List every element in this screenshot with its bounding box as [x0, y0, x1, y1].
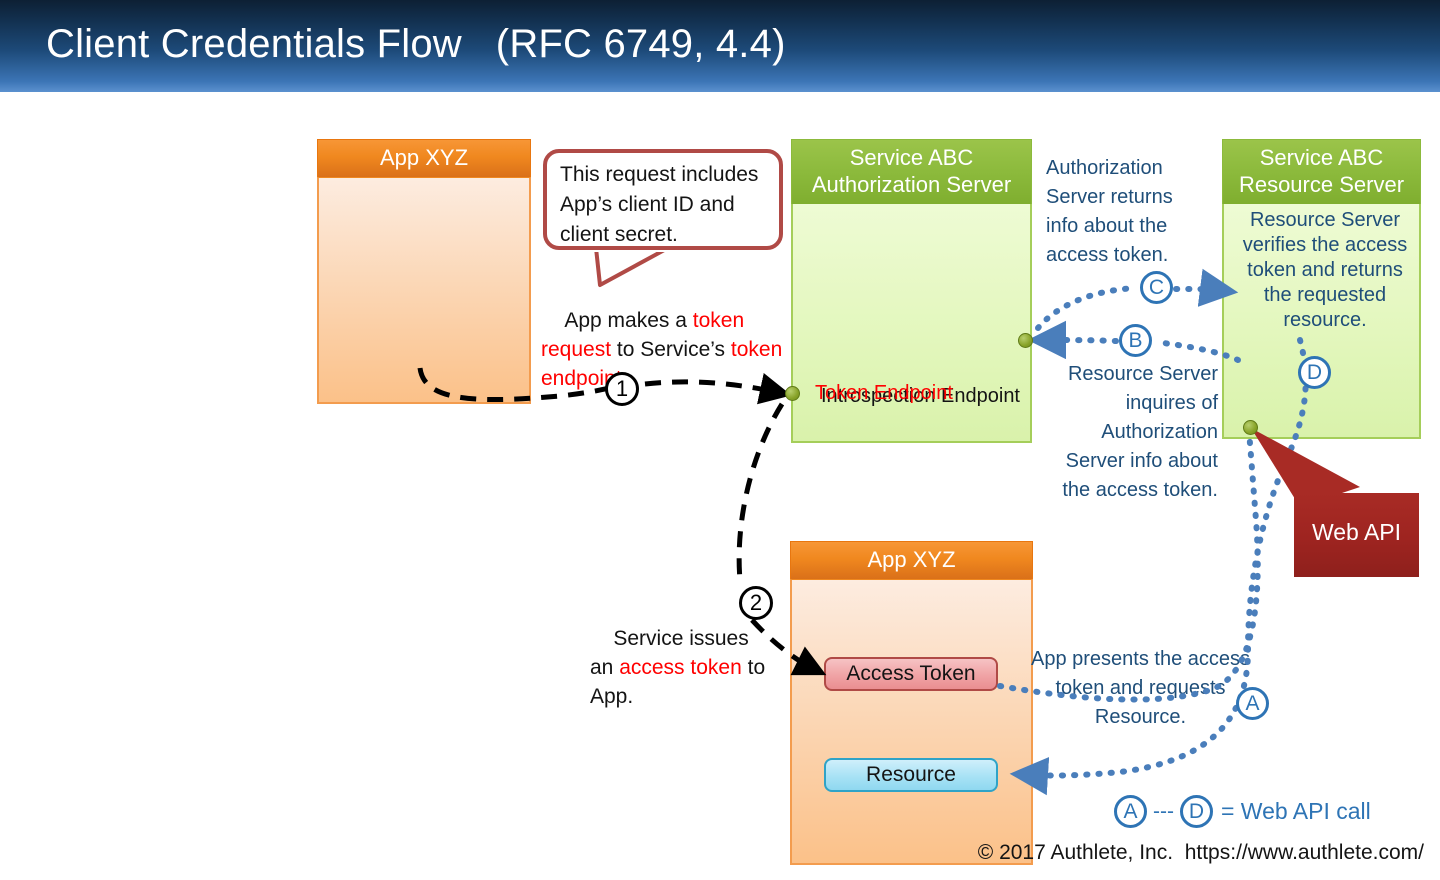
node-authorization-server-title-line2: Authorization Server [811, 172, 1012, 197]
footer-copyright: © 2017 Authlete, Inc. https://www.authle… [977, 841, 1424, 864]
node-resource-server-body: Resource Server verifies the access toke… [1222, 204, 1421, 439]
legend-label: = Web API call [1220, 798, 1371, 824]
legend-dash: --- [1153, 799, 1174, 823]
page-title: Client Credentials Flow (RFC 6749, 4.4) [46, 22, 786, 66]
annotation-app-request-part1: App makes a [564, 309, 693, 332]
node-app-xyz-top[interactable]: App XYZ [317, 139, 531, 404]
node-authorization-server[interactable]: Service ABC Authorization Server Introsp… [791, 139, 1032, 443]
chip-resource[interactable]: Resource [824, 758, 998, 792]
step-marker-2: 2 [739, 586, 773, 620]
introspection-endpoint-label[interactable]: Introspection Endpoint [820, 385, 1020, 407]
arrow-step-C-head [1173, 268, 1239, 307]
token-endpoint-dot-icon [785, 386, 800, 401]
webapi-callout: Web API [1294, 493, 1419, 577]
node-resource-server-title-line1: Service ABC [1259, 145, 1384, 170]
step-marker-1: 1 [605, 372, 639, 406]
step-marker-a: A [1236, 687, 1269, 720]
annotation-service-issues-access-token: Service issues an access token to App. [590, 595, 775, 740]
node-resource-server-title: Service ABC Resource Server [1222, 139, 1421, 204]
arrow-step-B-head [1027, 320, 1119, 360]
callout-bubble: This request includes App’s client ID an… [543, 149, 783, 250]
callout-text: This request includes App’s client ID an… [560, 163, 759, 246]
annotation-app-request-part2: to Service’s [611, 338, 731, 361]
node-app-xyz-bottom-body [790, 579, 1033, 865]
legend-marker-a: A [1114, 795, 1147, 828]
annotation-authorization-server-returns: Authorization Server returns info about … [1046, 157, 1179, 266]
step-marker-c: C [1140, 271, 1173, 304]
node-app-xyz-top-body [317, 177, 531, 404]
node-authorization-server-body: Introspection Endpoint [791, 204, 1032, 443]
arrow-step-2 [736, 402, 785, 581]
resource-server-dot-icon [1243, 420, 1258, 435]
annotation-resource-server-inquires: Resource Server inquires of Authorizatio… [1062, 363, 1224, 501]
node-resource-server[interactable]: Service ABC Resource Server Resource Ser… [1222, 139, 1421, 439]
node-app-xyz-bottom[interactable]: App XYZ [790, 541, 1033, 865]
annotation-service-issues-part1: Service issues an [590, 627, 755, 679]
introspection-endpoint-dot-icon [1018, 333, 1033, 348]
step-marker-d: D [1298, 356, 1331, 389]
webapi-label: Web API [1311, 519, 1402, 545]
node-authorization-server-title: Service ABC Authorization Server [791, 139, 1032, 204]
token-endpoint-label[interactable]: Token Endpoint [815, 382, 953, 404]
node-app-xyz-top-title: App XYZ [317, 139, 531, 177]
node-authorization-server-title-line1: Service ABC [849, 145, 974, 170]
node-app-xyz-bottom-title: App XYZ [790, 541, 1033, 579]
legend-marker-d: D [1179, 795, 1213, 828]
token-endpoint-wrap: Token Endpoint [803, 382, 953, 438]
annotation-app-presents-access-token: App presents the access token and reques… [1030, 648, 1256, 728]
slide-header: Client Credentials Flow (RFC 6749, 4.4) [0, 0, 1440, 92]
chip-access-token[interactable]: Access Token [824, 657, 998, 691]
resource-server-description: Resource Server verifies the access toke… [1242, 209, 1408, 331]
arrow-step-C [1035, 285, 1139, 331]
annotation-service-issues-highlight-access-token: access token [619, 656, 742, 679]
annotation-app-makes-token-request: App makes a token request to Service’s t… [541, 277, 791, 422]
node-resource-server-title-line2: Resource Server [1238, 172, 1405, 197]
annotation-app-request-highlight-token-request: token request [541, 309, 750, 361]
legend-web-api-call: A ---D = Web API call [1114, 795, 1371, 831]
step-marker-b: B [1119, 324, 1152, 357]
